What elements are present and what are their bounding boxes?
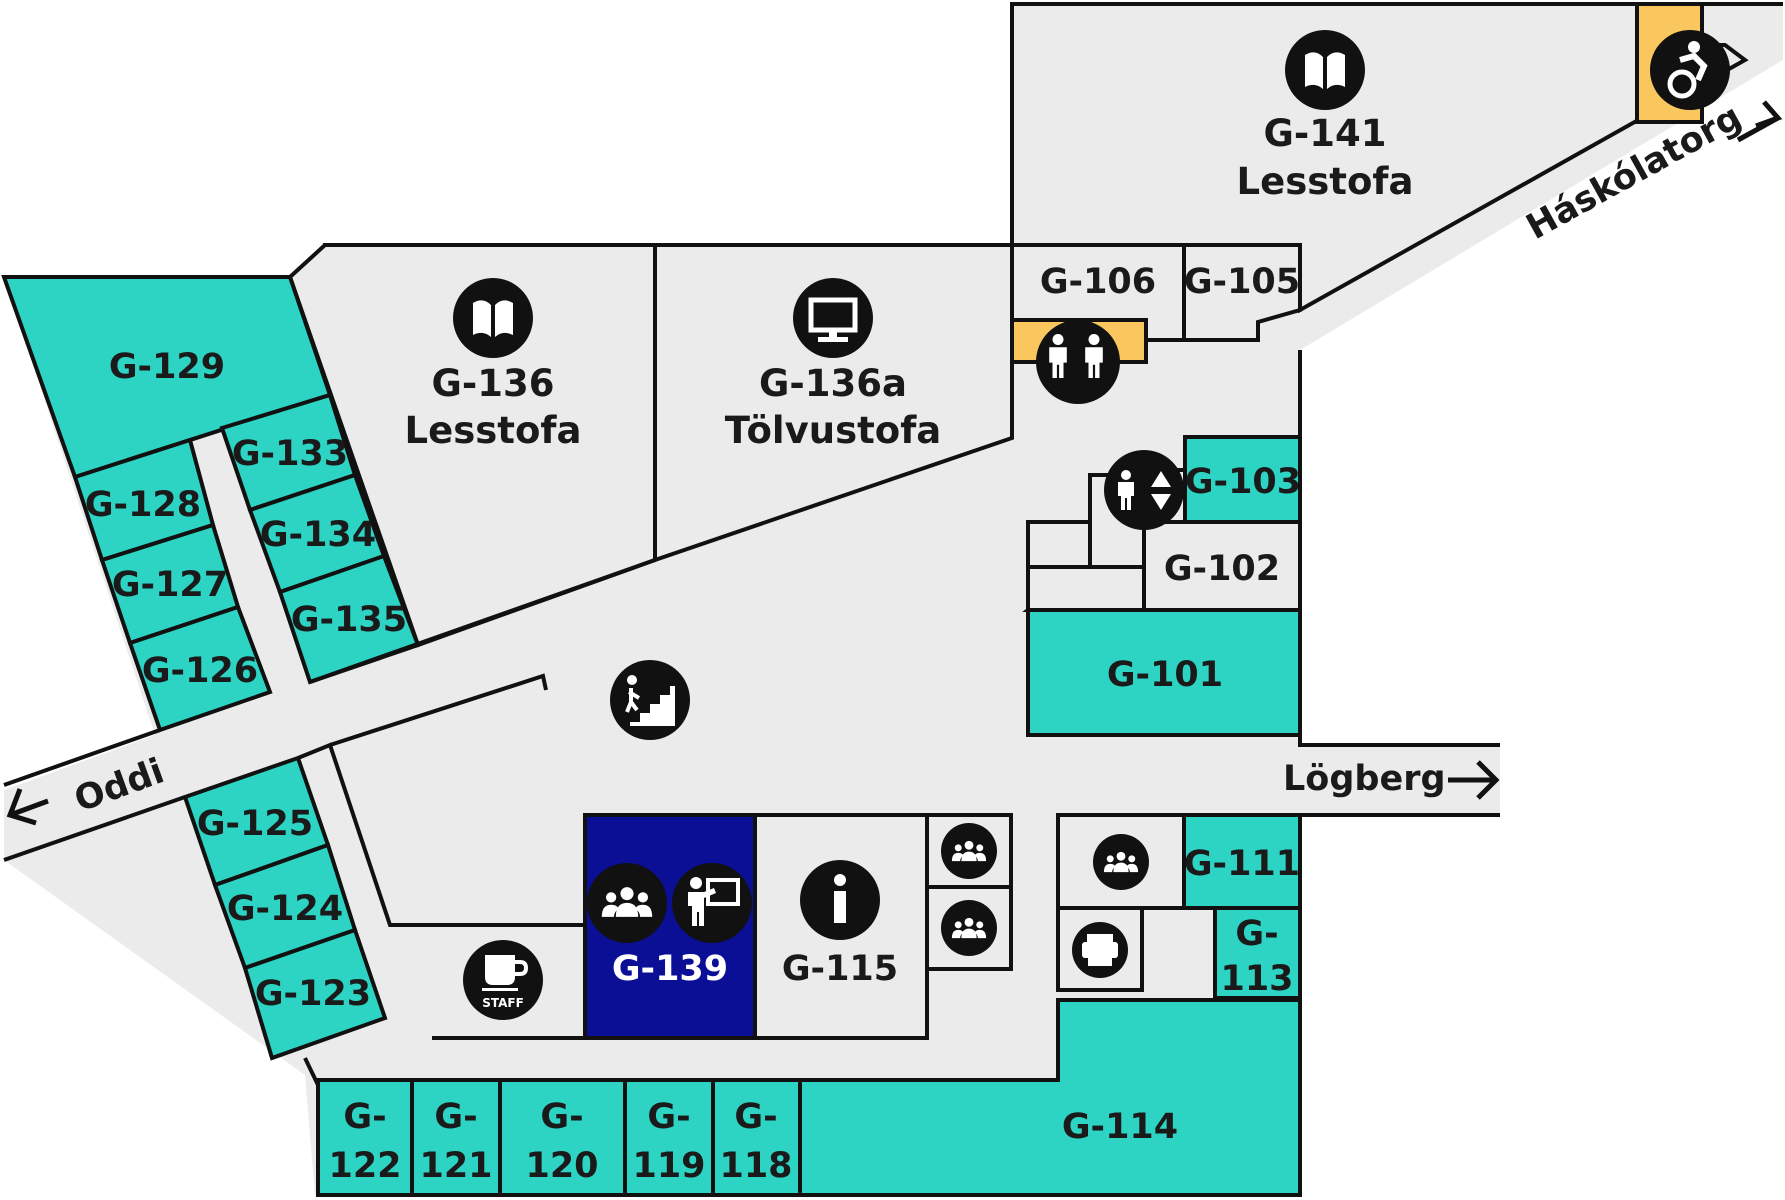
room-g128-label: G-128 (85, 485, 201, 525)
room-g119-line2: 119 (632, 1146, 705, 1186)
room-g133-label: G-133 (232, 434, 348, 474)
restrooms[interactable] (1010, 318, 1148, 404)
stairs[interactable] (610, 660, 690, 740)
stairs-icon (610, 660, 690, 740)
room-g122-line2: 122 (328, 1146, 401, 1186)
elevator-icon (1104, 450, 1184, 530)
room-g123-label: G-123 (255, 974, 371, 1014)
arrow-left-icon (6, 788, 49, 826)
room-g136a[interactable]: G-136a Tölvustofa (653, 243, 1014, 563)
room-g133[interactable]: G-133 (219, 392, 358, 513)
room-g135-label: G-135 (291, 600, 407, 640)
group-icon (1093, 834, 1149, 890)
room-g120-line1: G- (540, 1097, 583, 1137)
room-g114-label: G-114 (1062, 1107, 1178, 1147)
group-room-2[interactable] (925, 885, 1013, 971)
room-g106-label: G-106 (1040, 262, 1156, 302)
room-g102[interactable]: G-102 (1142, 520, 1302, 612)
room-g135[interactable]: G-135 (277, 553, 421, 685)
direction-logberg[interactable]: Lögberg (1283, 759, 1500, 800)
room-g136-name: Lesstofa (405, 409, 582, 452)
room-g128[interactable]: G-128 (72, 437, 216, 563)
room-g123[interactable]: G-123 (242, 927, 388, 1061)
accessible-entrance[interactable] (1635, 2, 1730, 124)
group-icon (941, 823, 997, 879)
arrow-right-icon (1448, 760, 1500, 800)
room-g102-label: G-102 (1164, 549, 1280, 589)
room-g141[interactable]: G-141 Lesstofa (1010, 2, 1749, 314)
group-room-3[interactable] (1056, 813, 1186, 910)
room-g139-label: G-139 (612, 949, 728, 989)
arrow-right-icon (1736, 100, 1783, 143)
room-g136-code: G-136 (432, 362, 555, 405)
room-g103-label: G-103 (1185, 462, 1301, 502)
room-g126-label: G-126 (142, 651, 258, 691)
room-g118-line1: G- (734, 1097, 777, 1137)
room-g139[interactable]: G-139 (2, 0, 757, 1040)
room-g101[interactable]: G-101 (1026, 608, 1302, 737)
room-g141-name: Lesstofa (1237, 160, 1414, 203)
room-g120-line2: 120 (525, 1146, 598, 1186)
room-g126[interactable]: G-126 (127, 604, 273, 733)
room-g129[interactable]: G-129 (1, 275, 333, 480)
group-room-1[interactable] (925, 813, 1013, 889)
room-g122[interactable]: G- 122 (316, 1078, 414, 1197)
room-g141-code: G-141 (1264, 112, 1387, 155)
group-icon (941, 900, 997, 956)
room-g111-label: G-111 (1184, 844, 1300, 884)
room-g118[interactable]: G- 118 (711, 1078, 802, 1197)
computer-icon (793, 278, 873, 358)
room-g120[interactable]: G- 120 (498, 1078, 627, 1197)
printer-room[interactable] (1056, 906, 1144, 992)
elevator[interactable] (1104, 450, 1184, 530)
staff-label: STAFF (482, 996, 524, 1010)
room-g115[interactable]: G-115 (753, 813, 929, 1040)
wall-segment (303, 1057, 320, 1086)
room-g118-line2: 118 (719, 1146, 792, 1186)
room-g127-label: G-127 (112, 565, 228, 605)
room-g125[interactable]: G-125 (182, 755, 331, 888)
room-g136a-name: Tölvustofa (725, 409, 942, 452)
wheelchair-icon (1650, 30, 1730, 110)
room-g125-label: G-125 (197, 804, 313, 844)
book-icon (1285, 30, 1365, 110)
room-g113-line2: 113 (1220, 959, 1293, 999)
room-g122-line1: G- (343, 1097, 386, 1137)
direction-logberg-label: Lögberg (1283, 759, 1446, 799)
room-g115-label: G-115 (782, 949, 898, 989)
book-icon (453, 278, 533, 358)
room-g124[interactable]: G-124 (212, 842, 358, 971)
room-g103[interactable]: G-103 (1183, 435, 1302, 524)
room-g121-line1: G- (434, 1097, 477, 1137)
room-g113[interactable]: G- 113 (1213, 906, 1302, 1000)
room-g136[interactable]: G-136 Lesstofa (287, 243, 657, 648)
room-g113-line1: G- (1235, 914, 1278, 954)
room-g127[interactable]: G-127 (99, 522, 241, 646)
restroom-icon (1036, 320, 1120, 404)
room-g119-line1: G- (647, 1097, 690, 1137)
room-g121-line2: 121 (419, 1146, 492, 1186)
room-g105-label: G-105 (1184, 262, 1300, 302)
room-g111[interactable]: G-111 (1182, 813, 1302, 910)
room-g136a-code: G-136a (759, 362, 907, 405)
room-g134-label: G-134 (260, 515, 376, 555)
room-g121[interactable]: G- 121 (410, 1078, 502, 1197)
room-g105[interactable]: G-105 (1182, 243, 1302, 342)
staff-kitchen[interactable]: STAFF (432, 940, 585, 1040)
room-g119[interactable]: G- 119 (623, 1078, 715, 1197)
room-g124-label: G-124 (227, 889, 343, 929)
corridor-oddi (3, 558, 656, 927)
room-g129-label: G-129 (109, 347, 225, 387)
room-g101-label: G-101 (1107, 655, 1223, 695)
